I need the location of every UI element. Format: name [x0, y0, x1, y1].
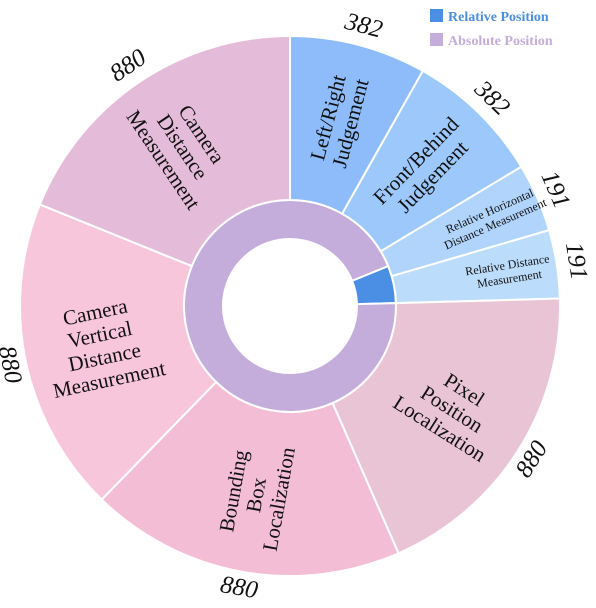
legend-item-absolute: Absolute Position — [430, 33, 553, 49]
slice-count-label: 382 — [341, 8, 385, 44]
outer-slice-camera-distance-measurement — [38, 34, 291, 268]
sunburst-rings — [19, 34, 561, 577]
legend-item-relative: Relative Position — [430, 9, 549, 25]
legend-label-absolute: Absolute Position — [448, 34, 553, 49]
legend: Relative Position Absolute Position — [430, 9, 553, 49]
outer-slice-pixel-position-localization — [331, 297, 561, 555]
slice-count-label: 880 — [218, 571, 260, 604]
legend-swatch-relative — [430, 9, 443, 22]
outer-slice-camera-vertical-distance-measurement — [19, 203, 218, 501]
slice-count-label: 191 — [560, 240, 593, 281]
legend-label-relative: Relative Position — [448, 10, 549, 25]
slice-label-relative-distance-measurement: Relative DistanceMeasurement — [464, 251, 552, 292]
outer-slice-bounding-box-localization — [100, 380, 400, 577]
inner-slice-absolute-position — [183, 199, 397, 413]
legend-swatch-absolute — [430, 33, 443, 46]
